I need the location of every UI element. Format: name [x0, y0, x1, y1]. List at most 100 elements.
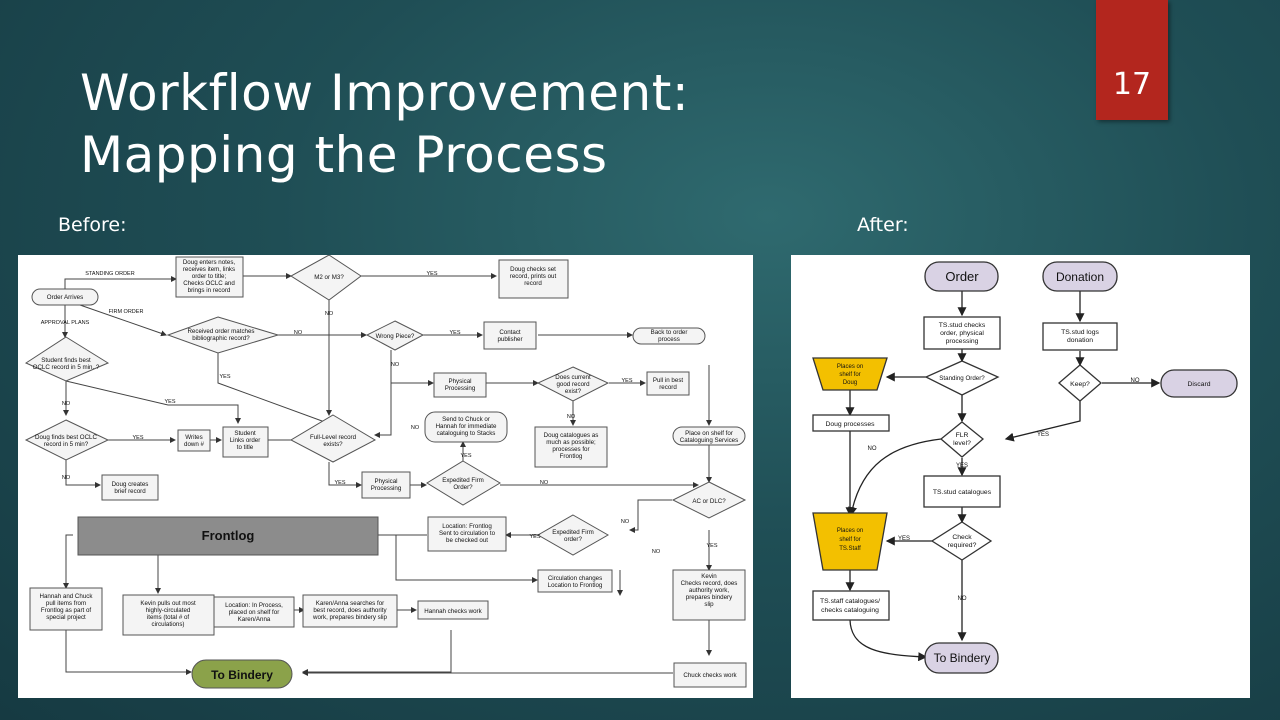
check-required-line-2: required? — [948, 542, 977, 549]
slide-title: Workflow Improvement: Mapping the Proces… — [80, 62, 689, 186]
doug-processes-node — [812, 414, 890, 432]
pull-in-best-node — [646, 371, 690, 396]
after-yes-label-2: YES — [956, 463, 968, 469]
keep-text: Keep? — [1070, 381, 1090, 388]
contact-publisher-node — [483, 321, 537, 350]
writes-down-node — [177, 429, 211, 452]
physical-processing-2-node — [361, 471, 411, 499]
kevin-pulls-line-4: circulations) — [151, 621, 184, 628]
after-flowchart: Order Donation TS.stud checks order, phy… — [791, 255, 1250, 698]
no-label-1: NO — [325, 311, 334, 317]
full-level-decision — [289, 414, 377, 463]
before-yes-no-labels: YES NO NO YES YES NO NO YES YES NO NO YE… — [62, 271, 718, 555]
student-links-line-2: Links order — [230, 437, 261, 444]
expedited-2-line-1: Expedited Firm — [552, 529, 594, 536]
after-yes-label-3: YES — [898, 536, 910, 542]
doug-checks-set-line-2: record, prints out — [510, 273, 557, 280]
hannah-chuck-line-3: Frontlog as part of — [41, 607, 91, 614]
received-matches-line-1: Received order matches — [187, 328, 254, 335]
expedited-2-line-2: order? — [564, 536, 582, 543]
physical-processing-1-line-2: Processing — [445, 385, 476, 392]
student-finds-decision — [24, 336, 110, 382]
ts-stud-catalogues-text: TS.stud catalogues — [933, 489, 992, 496]
after-no-label-3: NO — [958, 596, 967, 602]
doug-checks-set-line-3: record — [524, 280, 542, 287]
doug-notes-line-2: receives item, links — [183, 266, 235, 273]
send-to-chuck-line-1: Send to Chuck or — [442, 416, 490, 423]
doug-catalogues-node — [534, 426, 608, 468]
karen-anna-node — [302, 594, 398, 628]
standing-order-text: Standing Order? — [939, 375, 985, 382]
current-good-line-3: exist? — [565, 388, 582, 395]
no-label-3: NO — [391, 362, 400, 368]
place-on-shelf-node — [672, 426, 746, 446]
writes-down-line-1: Writes — [185, 434, 202, 441]
ac-dlc-text: AC or DLC? — [692, 498, 726, 505]
places-doug-line-3: Doug — [843, 380, 857, 386]
doug-notes-line-1: Doug enters notes, — [183, 259, 236, 266]
send-to-chuck-line-3: cataloguing to Stacks — [437, 430, 496, 437]
standing-order-decision — [924, 360, 1000, 396]
karen-anna-line-2: best record, does authority — [313, 607, 387, 614]
karen-anna-line-3: work, prepares bindery slip — [312, 614, 387, 621]
physical-processing-2-line-1: Physical — [374, 478, 397, 485]
location-in-process-line-2: placed on shelf for — [229, 609, 280, 616]
current-good-line-1: Does current — [555, 374, 591, 381]
kevin-checks-line-1: Kevin — [701, 573, 717, 580]
ts-stud-logs-line-2: donation — [1067, 337, 1093, 344]
order-text: Order — [945, 269, 979, 284]
discard-node — [1160, 369, 1238, 398]
kevin-checks-line-3: authority work, — [689, 587, 730, 594]
ts-stud-logs-line-1: TS.stud logs — [1061, 329, 1099, 336]
pull-in-best-line-1: Pull in best — [653, 377, 684, 384]
yes-label-3: YES — [219, 374, 230, 380]
doug-catalogues-line-2: much as possible; — [546, 439, 596, 446]
no-label-5: NO — [62, 475, 71, 481]
after-label: After: — [857, 214, 909, 236]
order-arrives-node — [31, 288, 99, 306]
hannah-chuck-line-1: Hannah and Chuck — [40, 593, 94, 600]
order-arrives-text: Order Arrives — [47, 294, 83, 301]
flr-level-decision — [939, 421, 985, 458]
m2-m3-decision — [290, 254, 362, 301]
before-flowchart-svg: Order Arrives STANDING ORDER FIRM ORDER … — [24, 254, 747, 689]
yes-label-4: YES — [164, 399, 175, 405]
doug-catalogues-line-1: Doug catalogues as — [544, 432, 599, 439]
to-bindery-text-after: To Bindery — [934, 651, 991, 665]
after-no-label-1: NO — [1131, 378, 1140, 384]
location-frontlog-line-2: Sent to circulation to — [439, 530, 496, 537]
before-label: Before: — [58, 214, 127, 236]
order-node — [924, 261, 999, 292]
kevin-pulls-node — [122, 594, 215, 636]
hannah-checks-text: Hannah checks work — [424, 608, 482, 615]
donation-node — [1042, 261, 1118, 292]
pull-in-best-line-2: record — [659, 384, 677, 391]
to-bindery-text: To Bindery — [211, 668, 273, 682]
before-text: Order Arrives STANDING ORDER FIRM ORDER … — [33, 259, 739, 682]
doug-checks-set-node — [498, 259, 569, 299]
ts-stud-catalogues-node — [923, 475, 1001, 508]
after-shapes — [812, 261, 1238, 674]
after-text: Order Donation TS.stud checks order, phy… — [820, 269, 1211, 665]
after-no-label-2: NO — [868, 446, 877, 452]
places-doug-line-1: Places on — [837, 364, 863, 370]
yes-label-2: YES — [449, 330, 460, 336]
yes-label-9: YES — [529, 534, 540, 540]
before-shapes — [24, 254, 747, 688]
place-on-shelf-line-2: Cataloguing Services — [680, 437, 738, 444]
location-in-process-line-1: Location: In Process, — [225, 602, 283, 609]
kevin-pulls-line-2: highly-circulated — [146, 607, 191, 614]
doug-creates-line-2: brief record — [114, 488, 146, 495]
yes-label-1: YES — [426, 271, 437, 277]
kevin-pulls-line-1: Kevin pulls out most — [140, 600, 196, 607]
location-frontlog-line-1: Location: Frontlog — [442, 523, 492, 530]
writes-down-line-2: down # — [184, 441, 205, 448]
no-label-9: NO — [621, 519, 630, 525]
slide-title-line-2: Mapping the Process — [80, 126, 608, 184]
student-links-node — [222, 426, 269, 458]
ts-staff-catalogues-node — [812, 590, 890, 621]
yes-label-5: YES — [132, 435, 143, 441]
before-flowchart: Order Arrives STANDING ORDER FIRM ORDER … — [18, 254, 753, 698]
check-required-line-1: Check — [952, 534, 972, 541]
expedited-1-line-1: Expedited Firm — [442, 477, 484, 484]
